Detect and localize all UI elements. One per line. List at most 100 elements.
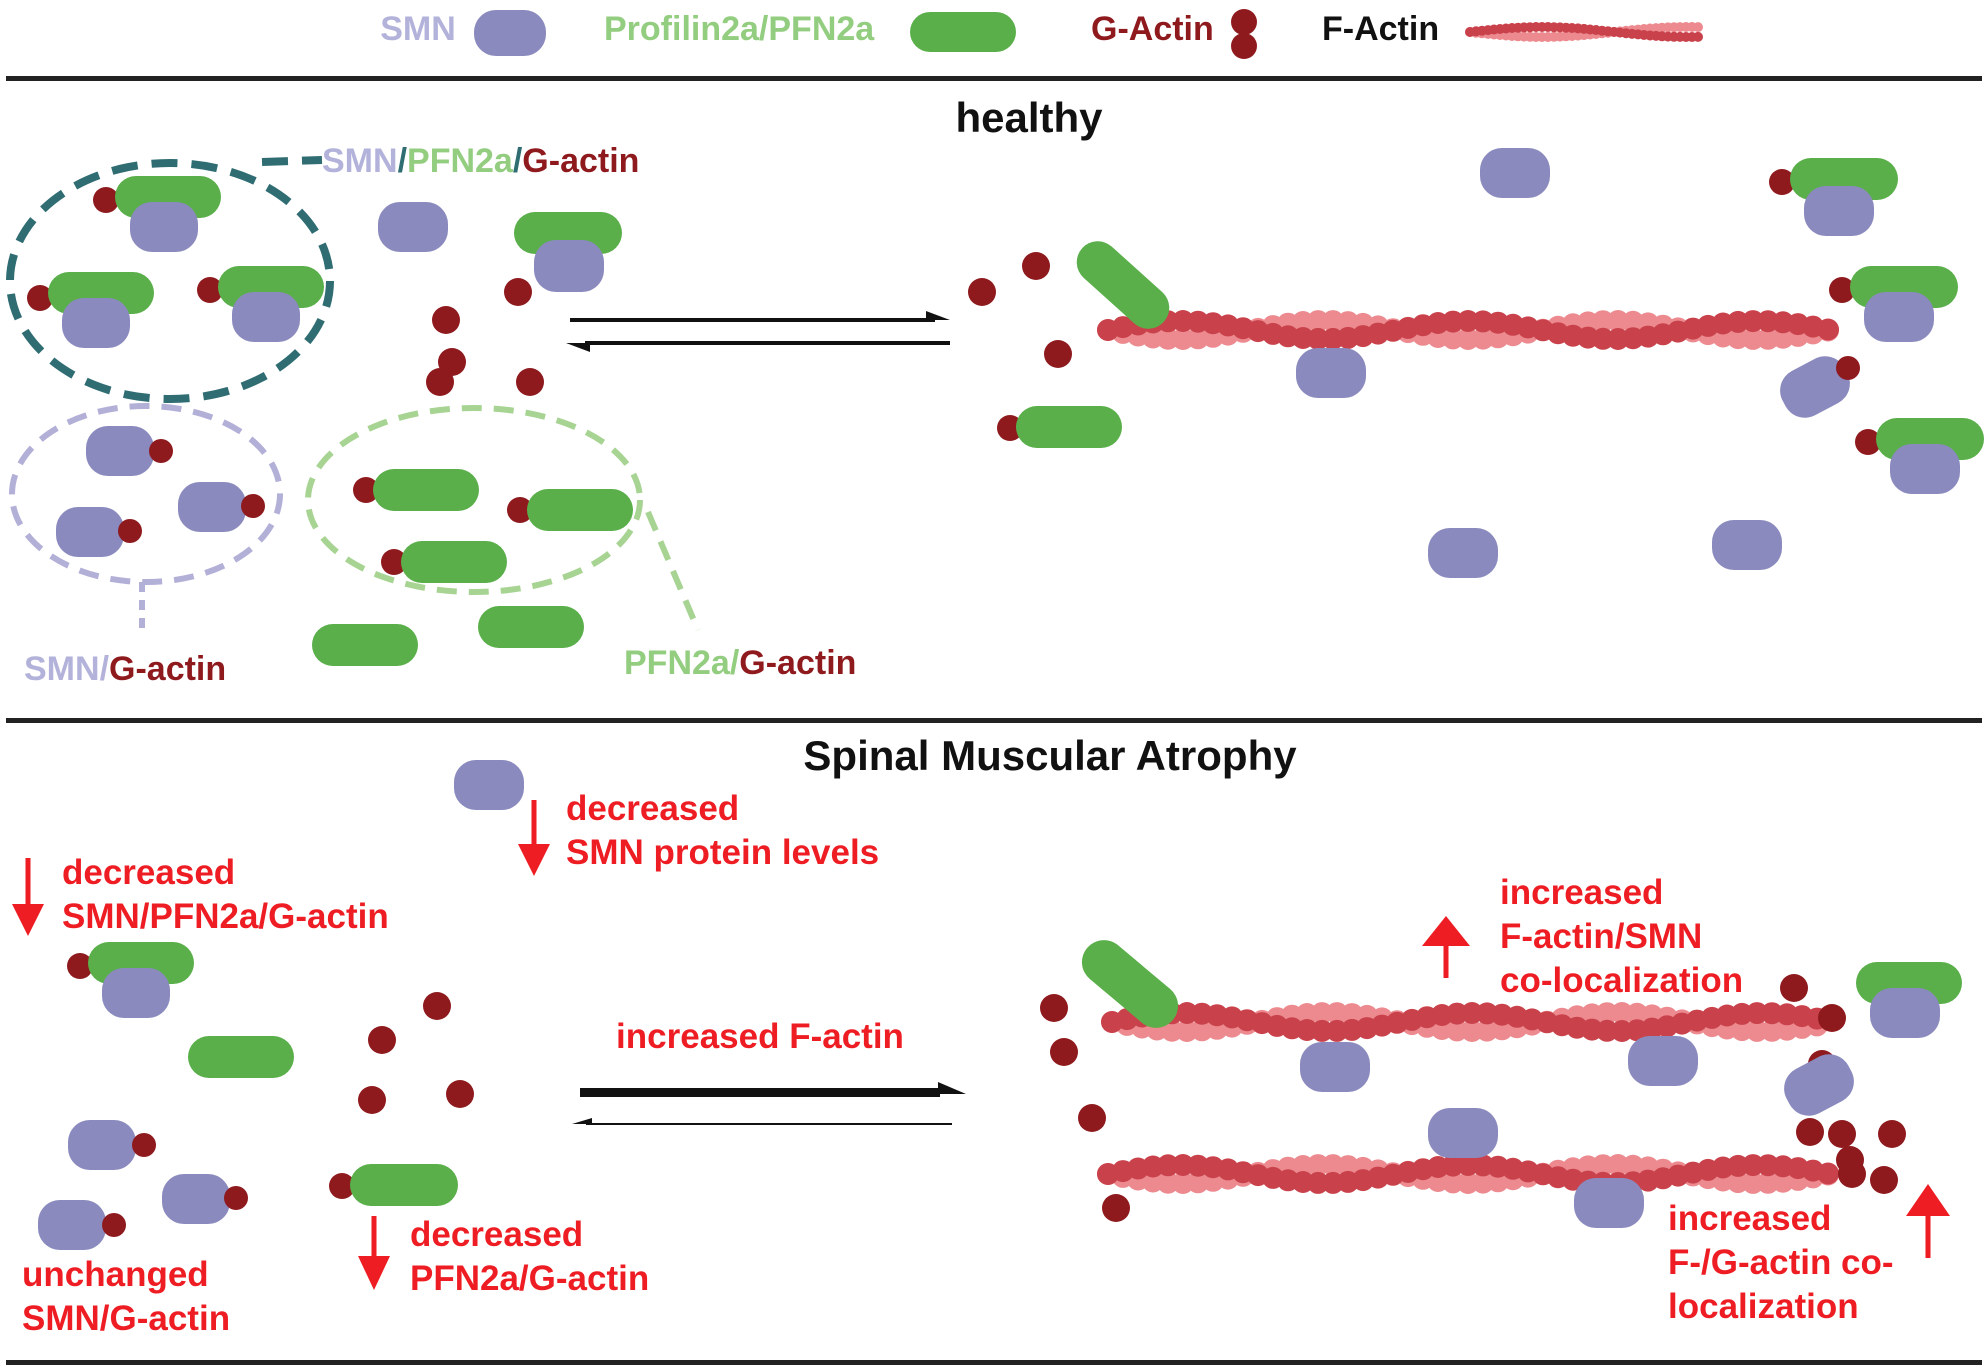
f-actin-subunit <box>1817 1162 1839 1185</box>
complex-label-sep1: / <box>398 142 408 180</box>
pfn2a-capping-filament <box>1076 241 1170 329</box>
g-actin <box>968 278 996 306</box>
sma-fg-colocalization-line1: increased <box>1668 1199 1831 1238</box>
f-actin-subunit <box>1693 31 1703 42</box>
healthy-f-actin-filament <box>1097 310 1839 350</box>
sma-pfn-change-label: decreased PFN2a/G-actin <box>410 1215 649 1298</box>
legend-f-actin-shape <box>1465 22 1703 42</box>
healthy-panel: healthy SMN/PFN2a/G-actin <box>6 94 1984 688</box>
bottom-divider <box>6 1360 1982 1365</box>
legend-pfn2a-label: Profilin2a/PFN2a <box>604 10 875 48</box>
sma-smn-levels-label: decreased SMN protein levels <box>566 789 879 872</box>
down-arrow-smn-levels <box>518 800 550 876</box>
pfn-gactin-leader <box>645 510 701 632</box>
sma-unchanged-label: unchanged SMN/G-actin <box>22 1255 230 1338</box>
smn-gactin-pair-1 <box>86 426 173 476</box>
sma-smn-gactin-pair-3 <box>38 1200 126 1250</box>
sma-smn-on-filament-1 <box>1300 1042 1370 1092</box>
legend-g-actin-label: G-Actin <box>1091 10 1214 48</box>
sma-pfn-gactin-pair <box>329 1164 458 1206</box>
complex-1 <box>93 176 221 252</box>
down-arrow-complex <box>12 858 44 936</box>
sma-fg-colocalization-line3: localization <box>1668 1287 1859 1326</box>
free-smn-bottom-2 <box>1712 520 1782 570</box>
sma-free-smn-top <box>454 760 524 810</box>
f-actin-subunit <box>1693 22 1703 33</box>
legend-smn-shape <box>474 10 546 56</box>
legend-g-actin-shape-bottom <box>1231 33 1257 59</box>
smn-on-filament <box>1296 348 1366 398</box>
complex-right-1 <box>1769 158 1898 236</box>
pfn-gactin-label: PFN2a/G-actin <box>624 644 856 682</box>
complex-label-smn: SMN <box>322 142 398 180</box>
sma-complex-change-line2: SMN/PFN2a/G-actin <box>62 897 389 936</box>
free-pfn2a-2 <box>478 606 584 648</box>
sma-colocalization-line2: F-actin/SMN <box>1500 917 1702 956</box>
legend-g-actin-shape-top <box>1231 9 1257 35</box>
pfn-gactin-pair-1 <box>353 469 479 511</box>
complex-3 <box>197 266 324 342</box>
sma-smn-levels-line2: SMN protein levels <box>566 833 879 872</box>
free-pfn2a-1 <box>312 624 418 666</box>
sma-fg-colocalization-line2: F-/G-actin co- <box>1668 1243 1894 1282</box>
complex-label: SMN/PFN2a/G-actin <box>322 142 639 180</box>
middle-divider <box>6 718 1982 723</box>
up-arrow-fg-colocalization <box>1906 1184 1950 1258</box>
free-g-actin-group <box>426 278 544 396</box>
sma-smn-on-filament-3 <box>1574 1178 1644 1228</box>
smn-gactin-label-smn: SMN <box>24 650 100 688</box>
free-smn-bottom-1 <box>1428 528 1498 578</box>
sma-panel: Spinal Muscular Atrophy decreased SMN pr… <box>12 732 1962 1338</box>
complex-label-gactin: G-actin <box>522 142 639 180</box>
complex-group-ellipse <box>6 159 334 403</box>
pfn-gactin-ellipse <box>305 405 643 595</box>
complex-2 <box>27 272 154 348</box>
smn-gactin-pair-3 <box>56 507 142 557</box>
pfn-gactin-label-sep: / <box>730 644 740 682</box>
g-actin <box>1044 340 1072 368</box>
complex-free <box>514 212 622 292</box>
smn-gactin-pair-2 <box>178 482 265 532</box>
sma-unchanged-line2: SMN/G-actin <box>22 1299 230 1338</box>
complex-label-sep2: / <box>513 142 523 180</box>
down-arrow-pfn <box>358 1216 390 1290</box>
sma-smn-on-filament-2 <box>1628 1036 1698 1086</box>
f-actin-subunit <box>1817 318 1839 341</box>
sma-pfn-change-line2: PFN2a/G-actin <box>410 1259 649 1298</box>
healthy-title: healthy <box>955 94 1103 141</box>
sma-unchanged-line1: unchanged <box>22 1255 209 1294</box>
sma-smn-gactin-pair-1 <box>68 1120 156 1170</box>
g-actin <box>1022 252 1050 280</box>
legend-smn-label: SMN <box>380 10 456 48</box>
pfn-gactin-label-pfn: PFN2a <box>624 644 731 682</box>
smn-capping-filament <box>1780 356 1860 418</box>
legend-f-actin-label: F-Actin <box>1322 10 1439 48</box>
legend-pfn2a-shape <box>910 12 1016 52</box>
up-arrow-colocalization <box>1422 916 1470 978</box>
sma-f-actin-filament-2 <box>1097 1154 1839 1194</box>
free-smn <box>378 202 448 252</box>
sma-complex-change-line1: decreased <box>62 853 235 892</box>
sma-colocalization-line3: co-localization <box>1500 961 1743 1000</box>
complex-right-2 <box>1829 266 1958 342</box>
top-divider <box>6 76 1982 81</box>
smn-gactin-label-sep: / <box>100 650 110 688</box>
sma-pfn-change-line1: decreased <box>410 1215 583 1254</box>
sma-f-actin-filament-1 <box>1101 1002 1828 1042</box>
pfn-gactin-free-right <box>997 406 1122 448</box>
sma-complex-change-label: decreased SMN/PFN2a/G-actin <box>62 853 389 936</box>
complex-right-3 <box>1855 418 1984 494</box>
sma-colocalization-label: increased F-actin/SMN co-localization <box>1500 873 1743 1000</box>
complex-leader-line <box>261 156 323 166</box>
sma-complex <box>67 942 194 1018</box>
smn-gactin-ellipse <box>9 403 283 585</box>
sma-equilibrium-arrows <box>572 1082 966 1125</box>
complex-label-pfn: PFN2a <box>407 142 514 180</box>
sma-smn-between-filaments <box>1428 1108 1498 1158</box>
smn-gactin-label-gactin: G-actin <box>109 650 226 688</box>
sma-complex-right <box>1856 962 1962 1038</box>
sma-free-g-actin-group <box>358 992 474 1114</box>
sma-smn-capping-filament <box>1784 1054 1854 1116</box>
sma-fg-colocalization-label: increased F-/G-actin co- localization <box>1668 1199 1903 1326</box>
